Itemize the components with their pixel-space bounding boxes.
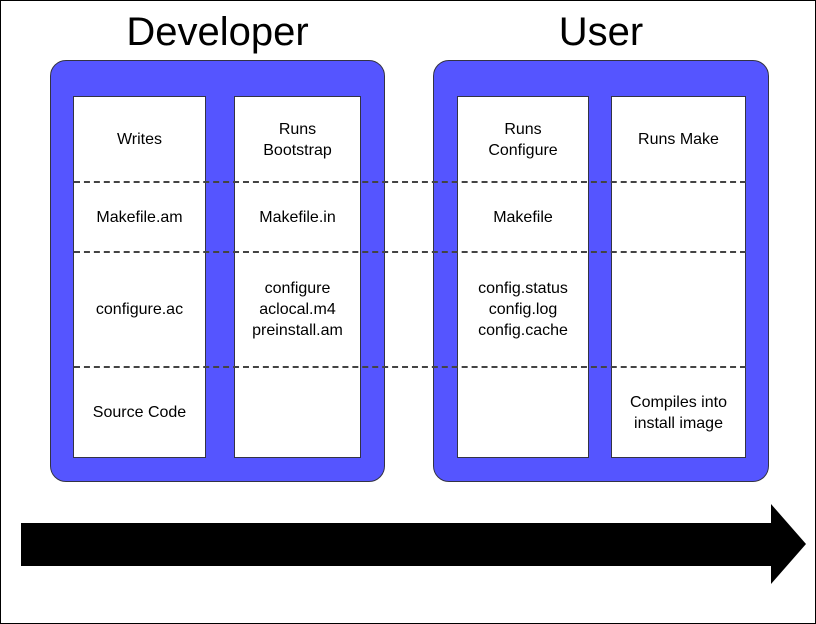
stage-configure-row-2: config.status config.log config.cache xyxy=(478,280,568,339)
stage-bootstrap-action: Runs Bootstrap xyxy=(263,120,332,159)
column-title-developer: Developer xyxy=(126,10,309,54)
stage-bootstrap-row-3 xyxy=(235,367,360,458)
stage-writes-row-3: Source Code xyxy=(92,404,187,421)
column-title-user: User xyxy=(558,10,644,54)
stage-make-row-2 xyxy=(612,252,745,367)
stage-configure-action: Runs Configure xyxy=(488,120,558,159)
stage-writes-row-1: Makefile.am xyxy=(96,208,183,226)
stage-make-action: Runs Make xyxy=(638,131,719,148)
stage-box-writes: Writes Makefile.am configure.ac Source C… xyxy=(73,96,206,458)
phase-separator-3 xyxy=(74,366,746,368)
stage-box-make: Runs Make Compiles into install image xyxy=(611,96,746,458)
stage-bootstrap-row-2: configure aclocal.m4 preinstall.am xyxy=(252,280,343,339)
stage-box-bootstrap: Runs Bootstrap Makefile.in configure acl… xyxy=(234,96,361,458)
stage-box-configure: Runs Configure Makefile config.status co… xyxy=(457,96,589,458)
phase-separator-1 xyxy=(74,181,746,183)
stage-make-row-1 xyxy=(612,182,745,252)
phase-separator-2 xyxy=(74,251,746,253)
stage-writes-row-2: configure.ac xyxy=(95,301,184,318)
stage-make-row-3: Compiles into install image xyxy=(630,393,727,432)
stage-writes-action: Writes xyxy=(116,131,163,148)
stage-bootstrap-row-1: Makefile.in xyxy=(259,208,336,226)
progression-arrow-icon xyxy=(21,504,806,584)
stage-configure-row-1: Makefile xyxy=(493,208,553,226)
stage-configure-row-3 xyxy=(458,367,588,458)
